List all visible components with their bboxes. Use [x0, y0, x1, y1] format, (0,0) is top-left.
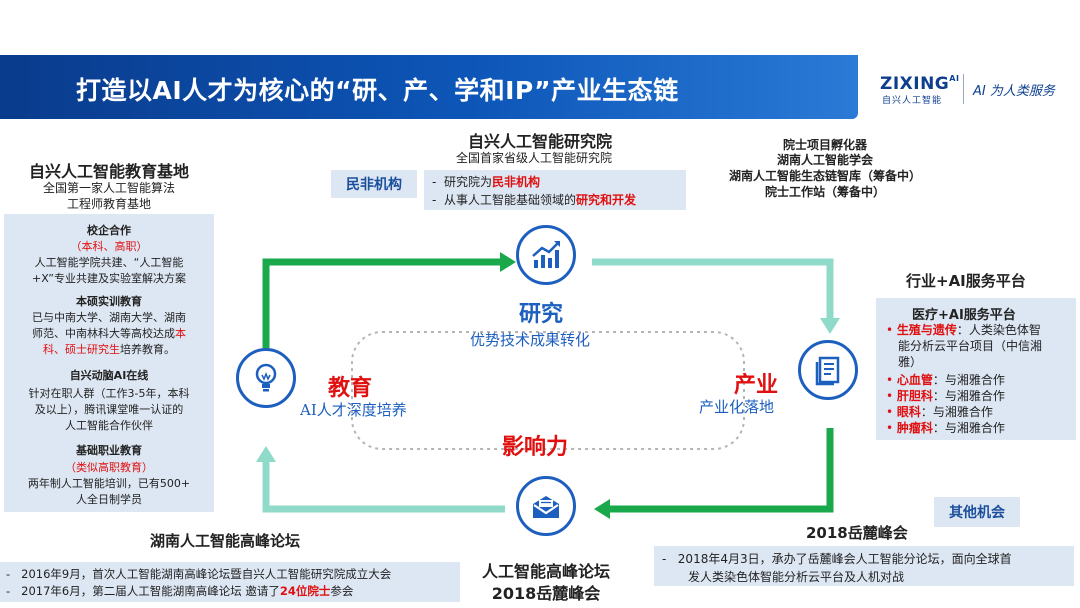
education-node	[236, 348, 296, 408]
yuelu-summit-title: 2018岳麓峰会	[806, 524, 908, 542]
education-label: 教育	[328, 376, 373, 401]
yuelu-note-line-2: 发人类染色体智能分析云平台及人机对战	[688, 570, 905, 584]
yuelu-note-line-1: - 2018年4月3日，承办了岳麓峰会人工智能分论坛，面向全球首	[662, 552, 1012, 566]
document-icon	[815, 356, 840, 386]
zixing-logo: ZIXINGAI	[880, 74, 960, 94]
medical-item-genetics-cont-1: 能分析云平台项目（中信湘	[898, 339, 1043, 353]
logo-divider	[963, 74, 964, 104]
influence-node	[516, 476, 576, 536]
education-panel	[4, 214, 214, 512]
ai-summit-year: 2018岳麓峰会	[491, 584, 601, 603]
online-text-1: 针对在职人群（工作3-5年，本科	[28, 387, 190, 400]
ai-summit-title: 人工智能高峰论坛	[481, 562, 610, 581]
education-base-title: 自兴人工智能教育基地	[28, 162, 189, 181]
industry-node	[798, 340, 858, 400]
vocational-heading: 基础职业教育	[76, 444, 142, 457]
academician-line-4: 院士工作站（筹备中）	[764, 185, 885, 199]
medical-platform-title: 医疗+AI服务平台	[912, 308, 1016, 323]
graduate-text-1: 已与中南大学、湖南大学、湖南	[32, 311, 186, 324]
research-notes-panel	[424, 170, 686, 210]
research-node	[516, 225, 576, 285]
online-heading: 自兴动脑AI在线	[69, 369, 149, 382]
medical-item-hepato: • 肝胆科：与湘雅合作	[886, 389, 1005, 403]
medical-item-oncology: • 肿瘤科：与湘雅合作	[886, 421, 1005, 435]
forum-notes-panel	[0, 562, 460, 602]
research-sublabel: 优势技术成果转化	[470, 331, 591, 349]
online-text-2: 及以上），腾讯课堂唯一认证的	[34, 403, 184, 416]
school-enterprise-text-1: 人工智能学院共建、“人工智能	[34, 256, 184, 269]
graduate-heading: 本硕实训教育	[76, 295, 142, 308]
influence-label: 影响力	[502, 435, 569, 460]
education-base-sub-2: 工程师教育基地	[66, 197, 151, 211]
research-institute-subtitle: 全国首家省级人工智能研究院	[456, 151, 613, 165]
vocational-text-2: 人全日制学员	[76, 493, 142, 506]
vocational-text-1: 两年制人工智能培训，已有500+	[27, 477, 191, 490]
arrow-edu-to-research	[262, 258, 502, 348]
school-enterprise-heading: 校企合作	[87, 224, 131, 237]
logo-subtitle: 自兴人工智能	[882, 96, 943, 106]
nonprofit-badge: 民非机构	[331, 170, 417, 198]
arrow-head-industry	[820, 318, 840, 334]
arrow-head-research	[500, 252, 516, 272]
school-enterprise-tag: （本科、高职）	[70, 240, 148, 253]
medical-item-cardio: • 心血管：与湘雅合作	[886, 373, 1005, 387]
research-label: 研究	[519, 302, 564, 327]
lightbulb-icon	[255, 363, 277, 392]
forum-note-line-1: - 2016年9月，首次人工智能湖南高峰论坛暨自兴人工智能研究院成立大会	[6, 567, 392, 581]
industry-sublabel: 产业化落地	[699, 398, 775, 416]
medical-item-genetics-cont-2: 雅）	[898, 355, 923, 369]
medical-item-eye: • 眼科：与湘雅合作	[886, 405, 993, 419]
logo-slogan: AI 为人类服务	[973, 84, 1055, 99]
arrow-research-to-industry	[592, 258, 834, 318]
forum-note-line-2: - 2017年6月，第二届人工智能湖南高峰论坛 邀请了24位院士参会	[6, 584, 354, 598]
graduate-text-2: 师范、中南林科大等高校达成本	[32, 327, 186, 340]
school-enterprise-text-2: +X”专业共建及实验室解决方案	[31, 272, 186, 285]
academician-line-3: 湖南人工智能生态链智库（筹备中）	[728, 169, 921, 183]
education-sublabel: AI人才深度培养	[300, 401, 407, 419]
other-opportunities-badge: 其他机会	[934, 497, 1020, 527]
research-note-2: - 从事人工智能基础领域的研究和开发	[432, 193, 637, 207]
industry-label: 产业	[734, 373, 779, 398]
title-banner	[0, 55, 858, 119]
arrow-head-influence	[594, 499, 610, 519]
academician-line-2: 湖南人工智能学会	[776, 153, 873, 167]
arrow-industry-to-influence	[608, 428, 834, 513]
arrow-head-edu	[256, 446, 276, 462]
medical-item-genetics: • 生殖与遗传：人类染色体智	[886, 323, 1041, 337]
research-institute-title: 自兴人工智能研究院	[468, 132, 613, 151]
arrow-influence-to-edu	[262, 462, 505, 513]
yuelu-notes-panel	[654, 546, 1074, 586]
academician-line-1: 院士项目孵化器	[782, 138, 867, 152]
page-title: 打造以AI人才为核心的“研、产、学和IP”产业生态链	[76, 76, 679, 105]
medical-platform-panel	[876, 298, 1076, 440]
envelope-icon	[533, 496, 559, 518]
service-platform-title: 行业+AI服务平台	[906, 272, 1026, 290]
graduate-text-3: 科、硕士研究生培养教育。	[43, 343, 175, 356]
online-text-3: 人工智能合作伙伴	[65, 419, 153, 432]
education-base-sub-1: 全国第一家人工智能算法	[42, 181, 175, 195]
growth-chart-icon	[532, 241, 560, 268]
research-note-1: - 研究院为民非机构	[432, 175, 541, 189]
inner-dashed-loop	[351, 331, 745, 450]
hunan-forum-title: 湖南人工智能高峰论坛	[150, 532, 301, 550]
vocational-tag: （类似高职教育）	[65, 461, 153, 474]
